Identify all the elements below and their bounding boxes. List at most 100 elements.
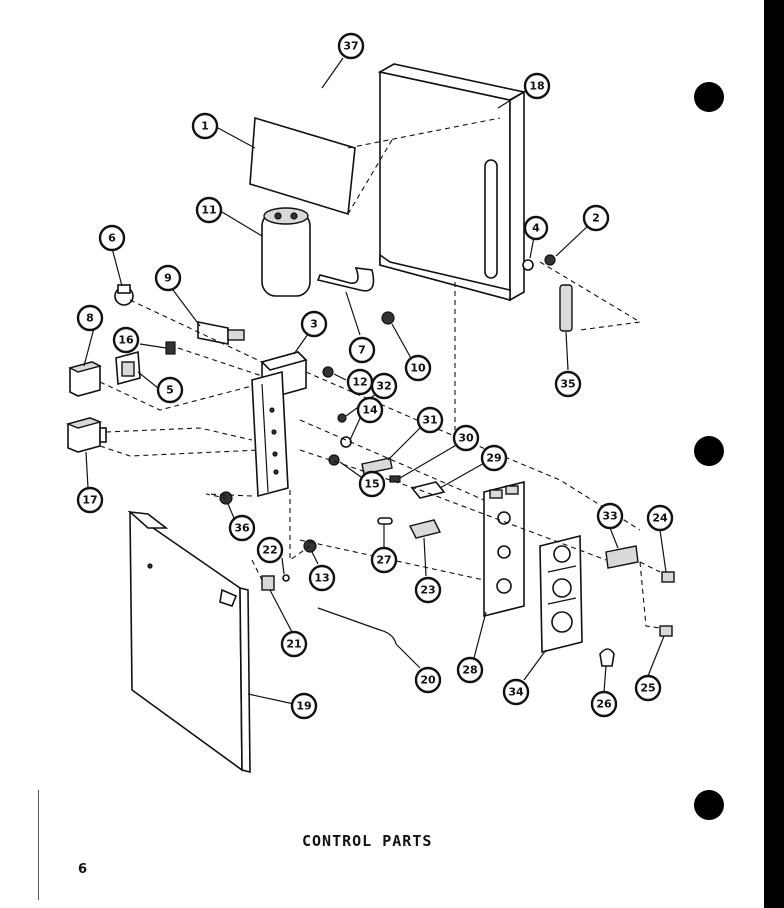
slider-29 [410, 481, 446, 499]
svg-text:37: 37 [343, 40, 358, 53]
svg-text:36: 36 [234, 522, 250, 535]
svg-text:14: 14 [362, 404, 378, 417]
nut-15 [328, 454, 340, 466]
callout-labels: 37 1 18 11 4 2 6 9 7 10 35 3 8 16 5 12 3… [76, 32, 674, 720]
punch-hole-2 [694, 436, 724, 466]
slider-23 [408, 519, 442, 539]
washer [522, 259, 534, 271]
relay-17 [65, 417, 107, 453]
clip-31 [361, 457, 393, 475]
callout-36: 36 [228, 514, 256, 542]
washer-22 [282, 574, 290, 582]
latch-21 [261, 575, 275, 591]
svg-text:30: 30 [458, 432, 474, 445]
svg-text:11: 11 [201, 204, 216, 217]
callout-27: 27 [370, 546, 398, 574]
terminal-block [115, 350, 141, 386]
callout-25: 25 [634, 674, 662, 702]
svg-text:20: 20 [420, 674, 436, 687]
callout-2: 2 [582, 204, 610, 232]
callout-18-top: 18 [523, 72, 551, 100]
callout-12: 12 [346, 368, 374, 396]
diagram-caption: CONTROL PARTS [302, 832, 433, 850]
margin-rule [38, 790, 39, 900]
svg-text:29: 29 [486, 452, 501, 465]
switch-cover-33 [605, 545, 639, 569]
punch-hole-3 [694, 790, 724, 820]
knob-25 [659, 625, 673, 637]
punch-hole-1 [694, 82, 724, 112]
callout-1: 1 [191, 112, 219, 140]
svg-text:6: 6 [108, 232, 116, 245]
callout-29: 29 [480, 444, 508, 472]
callout-13: 13 [308, 564, 336, 592]
callout-28: 28 [456, 656, 484, 684]
callout-35: 35 [554, 370, 582, 398]
knob-26 [599, 648, 615, 667]
svg-text:27: 27 [376, 554, 391, 567]
svg-text:24: 24 [652, 512, 668, 525]
callout-3: 3 [300, 310, 328, 338]
callout-17: 17 [76, 486, 104, 514]
callout-6: 6 [98, 224, 126, 252]
svg-text:16: 16 [118, 334, 134, 347]
callout-15: 15 [358, 470, 386, 498]
callout-5: 5 [156, 376, 184, 404]
callout-33: 33 [596, 502, 624, 530]
spring-27 [377, 517, 393, 525]
capacitor-strap [316, 267, 375, 292]
callout-8: 8 [76, 304, 104, 332]
callout-7: 7 [348, 336, 376, 364]
callout-19: 19 [290, 692, 318, 720]
svg-text:12: 12 [352, 376, 367, 389]
svg-text:9: 9 [164, 272, 172, 285]
callout-20: 20 [414, 666, 442, 694]
top-bracket [377, 63, 527, 302]
svg-text:31: 31 [422, 414, 437, 427]
svg-text:5: 5 [166, 384, 174, 397]
screw-32 [337, 413, 347, 423]
callout-14: 14 [356, 396, 384, 424]
svg-text:4: 4 [532, 222, 540, 235]
mounting-strip [559, 284, 573, 332]
callout-11: 11 [195, 196, 223, 224]
svg-text:25: 25 [640, 682, 655, 695]
svg-text:19: 19 [296, 700, 311, 713]
svg-text:22: 22 [262, 544, 277, 557]
svg-text:17: 17 [82, 494, 97, 507]
svg-text:13: 13 [314, 572, 329, 585]
knob-24 [661, 571, 675, 583]
callout-9: 9 [154, 264, 182, 292]
svg-text:18: 18 [529, 80, 544, 93]
svg-text:15: 15 [364, 478, 379, 491]
svg-text:32: 32 [376, 380, 391, 393]
callout-23: 23 [414, 576, 442, 604]
callout-31: 31 [416, 406, 444, 434]
callout-21: 21 [280, 630, 308, 658]
callout-26: 26 [590, 690, 618, 718]
svg-text:7: 7 [358, 344, 366, 357]
svg-text:8: 8 [86, 312, 94, 325]
callout-4: 4 [523, 215, 549, 241]
leader-lines [83, 57, 667, 705]
callout-30: 30 [452, 424, 480, 452]
svg-text:35: 35 [560, 378, 575, 391]
svg-text:3: 3 [310, 318, 318, 331]
capacitor [261, 207, 311, 297]
callout-37: 37 [337, 32, 365, 60]
svg-text:26: 26 [596, 698, 612, 711]
page-number: 6 [78, 862, 88, 877]
linkage-rod [317, 607, 397, 645]
svg-text:10: 10 [410, 362, 426, 375]
thermistor [114, 284, 134, 306]
control-panel-28 [483, 480, 525, 618]
switch-9 [197, 321, 245, 345]
vertical-channel [251, 370, 289, 498]
relay-8 [68, 361, 102, 397]
callout-16: 16 [112, 326, 140, 354]
callout-22: 22 [256, 536, 284, 564]
callout-10: 10 [404, 354, 432, 382]
callout-32: 32 [370, 372, 398, 400]
svg-text:23: 23 [420, 584, 435, 597]
